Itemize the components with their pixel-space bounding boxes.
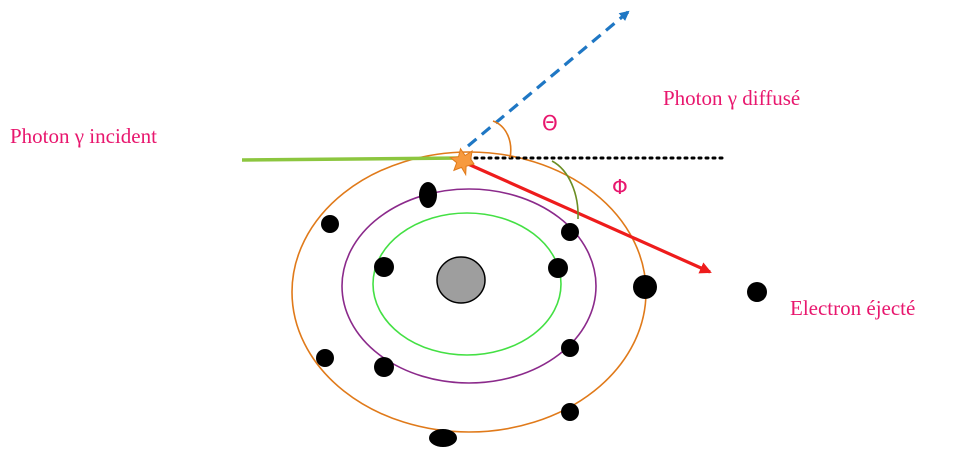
electron bbox=[633, 275, 657, 299]
starburst-icon bbox=[449, 147, 475, 177]
electrons bbox=[316, 182, 767, 447]
theta-label: Θ bbox=[542, 111, 558, 135]
phi-angle-arc bbox=[551, 160, 579, 220]
scattered-photon-label: Photon γ diffusé bbox=[663, 86, 801, 110]
electron bbox=[561, 339, 579, 357]
electron bbox=[561, 403, 579, 421]
electron bbox=[316, 349, 334, 367]
electron bbox=[321, 215, 339, 233]
phi-label: Φ bbox=[612, 175, 628, 199]
electron bbox=[548, 258, 568, 278]
theta-angle-arc bbox=[492, 120, 512, 159]
inner-orbit bbox=[372, 212, 562, 356]
middle-orbit bbox=[341, 188, 597, 384]
electron bbox=[419, 182, 437, 208]
nucleus bbox=[436, 256, 486, 304]
incident-photon-beam bbox=[241, 156, 463, 162]
electron bbox=[374, 357, 394, 377]
electron bbox=[374, 257, 394, 277]
electron bbox=[429, 429, 457, 447]
ejected-electron-label: Electron éjecté bbox=[790, 296, 916, 320]
electron bbox=[747, 282, 767, 302]
incident-photon-label: Photon γ incident bbox=[10, 124, 157, 148]
ejected-electron-arrow bbox=[467, 162, 712, 274]
electron bbox=[561, 223, 579, 241]
